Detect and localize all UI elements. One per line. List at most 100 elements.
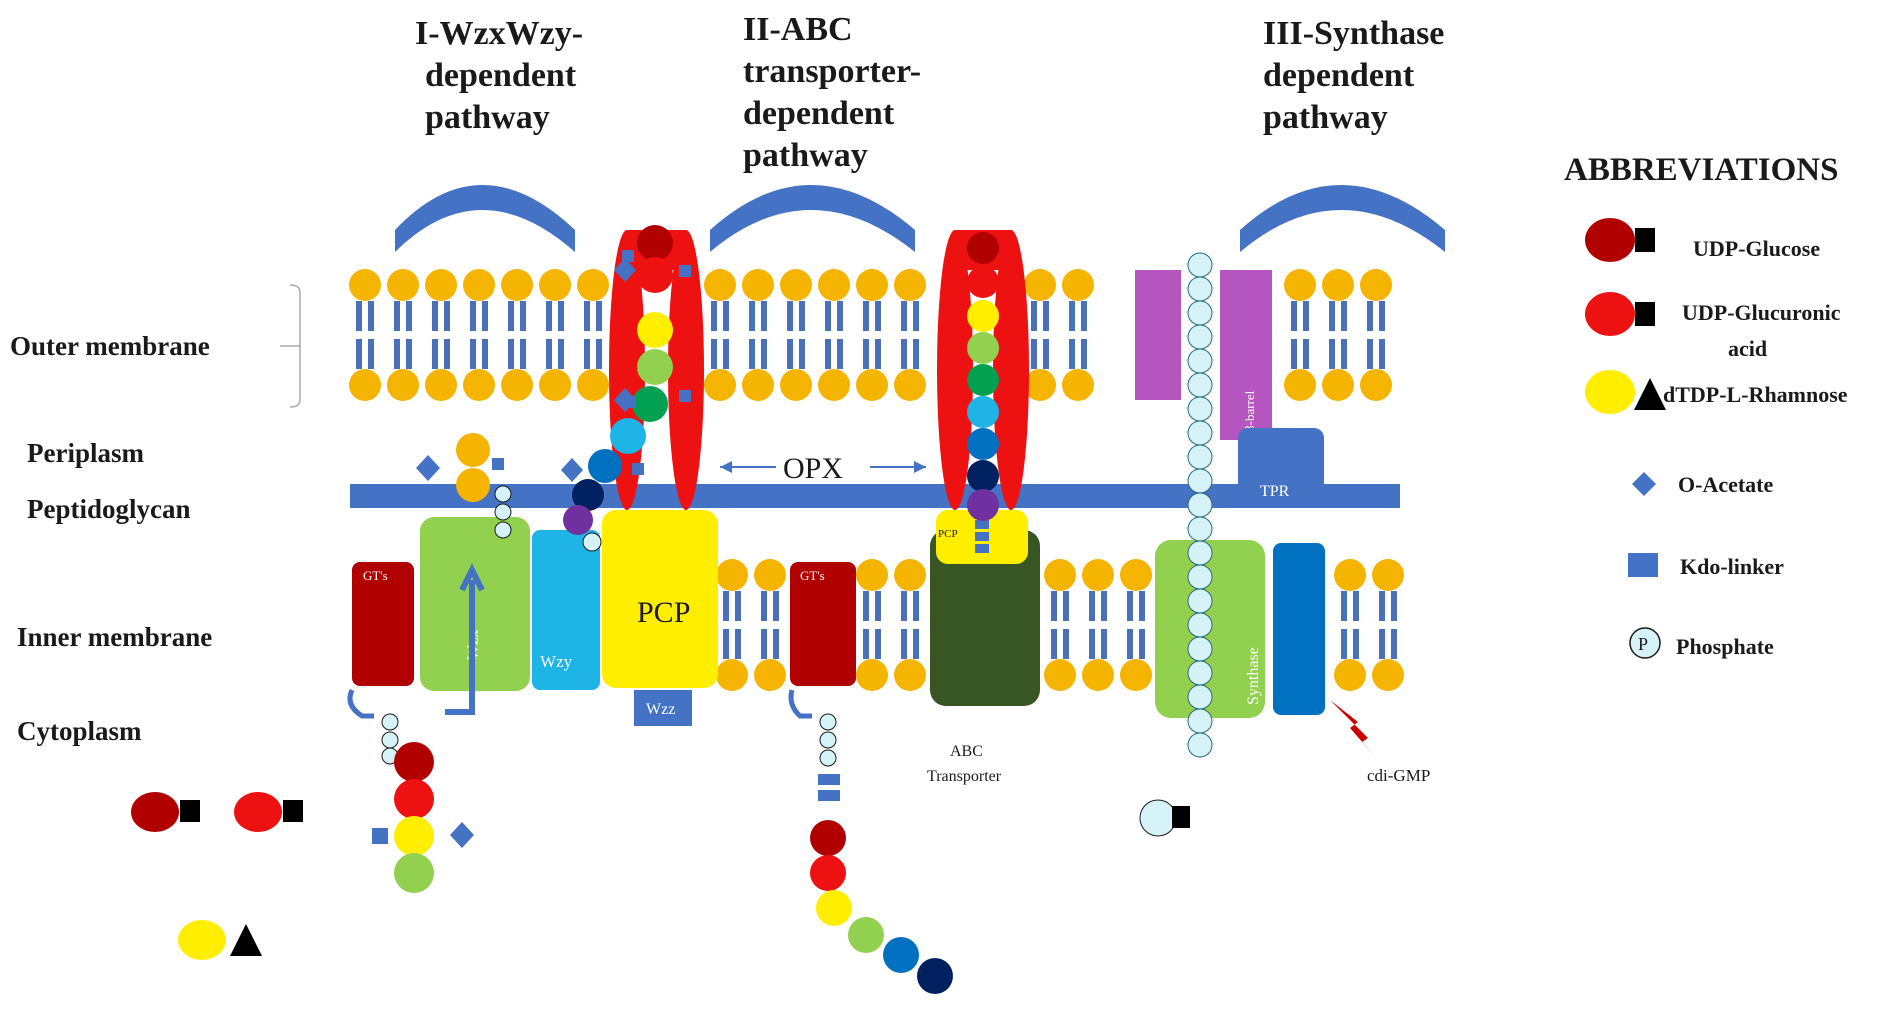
wzy-protein (532, 530, 600, 690)
opx-arrow-left-head (720, 461, 732, 473)
beta-barrel-left (1135, 270, 1181, 400)
beta-barrel-protein (1220, 270, 1272, 440)
free-udp-glucuronic-acid (234, 792, 303, 832)
outer-membrane-lipid-head-49 (742, 369, 774, 401)
outer-membrane-lipid-tail-41 (596, 339, 602, 369)
inner-membrane-lipid-head-7 (754, 659, 786, 691)
outer-membrane-lipid-head-42 (704, 269, 736, 301)
outer-membrane-lipid-tail-52 (749, 339, 755, 369)
inner-membrane-lipid-head-31 (1082, 659, 1114, 691)
inner-membrane-lipid-tail-5 (735, 629, 741, 659)
region-label-peptidoglycan: Peptidoglycan (27, 494, 191, 524)
gts-1-arrow (347, 688, 374, 719)
free-udp-glucose (131, 792, 200, 832)
outer-membrane-lipid-tail-16 (432, 339, 438, 369)
outer-membrane-lipid-head-43 (704, 369, 736, 401)
outer-membrane-lipid-head-67 (856, 369, 888, 401)
legend-o-acetate-label: O-Acetate (1678, 472, 1774, 497)
inner-membrane-lipid-head-37 (1120, 659, 1152, 691)
inner-membrane-lipid-tail-32 (1089, 591, 1095, 621)
inner-membrane-lipid-tail-21 (913, 591, 919, 621)
inner-membrane-lipid-tail-2 (723, 591, 729, 621)
outer-membrane-lipid-tail-3 (368, 301, 374, 331)
legend-udp-glucuronic-circle (1585, 292, 1635, 336)
outer-membrane-lipid-head-78 (1024, 269, 1056, 301)
inner-membrane-lipid-head-25 (1044, 659, 1076, 691)
outer-membrane-lipid-tail-93 (1303, 301, 1309, 331)
inner-membrane-lipid-tail-38 (1127, 591, 1133, 621)
outer-membrane-lipid-tail-56 (787, 301, 793, 331)
inner-membrane-lipid-tail-23 (913, 629, 919, 659)
inner-membrane-lipid-tail-11 (773, 629, 779, 659)
outer-membrane-lipid-head-0 (349, 269, 381, 301)
polysaccharide-chain-channel-1 (561, 225, 691, 552)
synthase-chain-unit-5 (1187, 372, 1213, 398)
inner-membrane-lipid-tail-41 (1139, 629, 1145, 659)
outer-membrane-lipid-tail-50 (749, 301, 755, 331)
outer-membrane-lipid-tail-92 (1291, 301, 1297, 331)
outer-membrane-lipid-tail-38 (584, 301, 590, 331)
legend-o-acetate: O-Acetate (1632, 472, 1774, 497)
inner-membrane-lipid-head-49 (1372, 659, 1404, 691)
gts-protein-2 (790, 562, 856, 686)
legend-udp-glucuronic: UDP-Glucuronic acid (1585, 292, 1841, 361)
outer-membrane-lipid-tail-104 (1367, 301, 1373, 331)
outer-membrane-lipid-head-73 (894, 369, 926, 401)
inner-membrane-lipid-tail-8 (761, 591, 767, 621)
synthase-chain-unit-14 (1187, 588, 1213, 614)
wzz-label: Wzz (646, 701, 675, 718)
outer-membrane-lipid-tail-27 (520, 301, 526, 331)
pathway-title-abc-line-3: dependent (743, 95, 895, 132)
inner-membrane-lipid-tail-34 (1089, 629, 1095, 659)
outer-membrane-lipid-tail-62 (825, 301, 831, 331)
outer-membrane-lipid-tail-63 (837, 301, 843, 331)
inner-membrane-lipid-head-13 (856, 659, 888, 691)
pcp-small-label: PCP (938, 528, 958, 540)
outer-membrane-lipid-tail-51 (761, 301, 767, 331)
synthase-chain-unit-13 (1187, 564, 1213, 590)
inner-membrane-lipid-tail-29 (1063, 629, 1069, 659)
inner-membrane-lipid-head-6 (754, 559, 786, 591)
outer-membrane-lipid-tail-29 (520, 339, 526, 369)
abc-transporter-protein (930, 530, 1040, 706)
synthase-chain-unit-4 (1187, 348, 1213, 374)
outer-membrane-lipid-tail-8 (394, 301, 400, 331)
outer-membrane-lipid-tail-32 (546, 301, 552, 331)
outer-membrane-lipid-tail-94 (1291, 339, 1297, 369)
outer-membrane-lipid-tail-5 (368, 339, 374, 369)
outer-membrane-lipid-tail-82 (1031, 339, 1037, 369)
o-acetate-icon (1632, 472, 1656, 496)
region-label-inner-membrane: Inner membrane (17, 622, 212, 652)
pathway-title-wzx-line-1: I-WzxWzy- (415, 15, 583, 52)
outer-membrane-lipid-tail-107 (1379, 339, 1385, 369)
inner-membrane-lipid-tail-15 (875, 591, 881, 621)
outer-membrane-lipid-tail-57 (799, 301, 805, 331)
phosphate-icon (1629, 627, 1661, 659)
inner-membrane-lipid-tail-50 (1379, 591, 1385, 621)
outer-membrane-lipid-tail-44 (711, 301, 717, 331)
legend-phosphate: P Phosphate (1629, 627, 1774, 659)
synthase-chain-unit-19 (1187, 708, 1213, 734)
synthase-chain-unit-11 (1187, 516, 1213, 542)
pcp-label: PCP (637, 596, 690, 629)
region-label-outer-membrane: Outer membrane (10, 331, 210, 361)
inner-membrane-lipid-head-30 (1082, 559, 1114, 591)
inner-membrane-lipid-tail-28 (1051, 629, 1057, 659)
outer-membrane-lipid-head-36 (577, 269, 609, 301)
gts-1-label: GT's (363, 568, 388, 583)
outer-membrane-lipid-tail-26 (508, 301, 514, 331)
outer-membrane-lipid-head-60 (818, 269, 850, 301)
outer-membrane-lipid-head-55 (780, 369, 812, 401)
legend-udp-glucose-square (1635, 228, 1655, 252)
pathway-title-wzx-line-2: dependent (425, 57, 577, 94)
legend-udp-glucose-circle (1585, 218, 1635, 262)
gts-2-arrow (788, 689, 812, 719)
polysaccharide-chain-channel-2 (967, 232, 999, 521)
outer-membrane-lipid-tail-58 (787, 339, 793, 369)
wzx-periplasm-chain (416, 433, 512, 539)
pathway-title-wzx-line-3: pathway (425, 99, 550, 136)
pathway-title-synthase-line-2: dependent (1263, 57, 1415, 94)
outer-membrane-lipid-head-12 (425, 269, 457, 301)
outer-membrane-lipid-head-24 (501, 269, 533, 301)
beta-barrel-label: β-barrel (1242, 390, 1257, 432)
